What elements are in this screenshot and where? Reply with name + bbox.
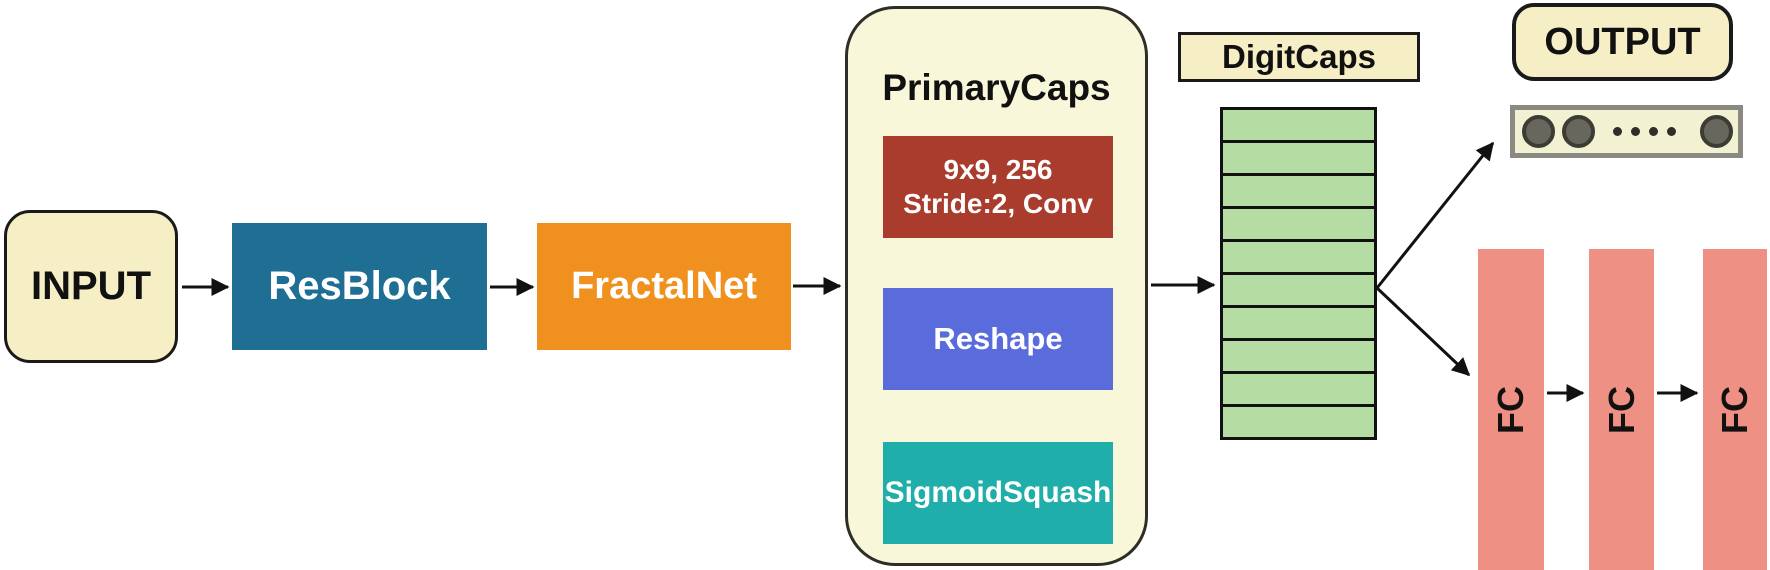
primarycaps-title: PrimaryCaps <box>882 67 1111 108</box>
conv-node: 9x9, 256 Stride:2, Conv <box>883 136 1113 238</box>
fc-layer-3-label: FC <box>1714 385 1755 434</box>
arrow-digitcaps-to-fc <box>1375 286 1471 377</box>
arrow-digitcaps-to-output <box>1375 141 1495 289</box>
sigmoidsquash-label: SigmoidSquash <box>884 476 1112 509</box>
fc-layer-2: FC <box>1589 249 1654 570</box>
ellipsis-dot <box>1613 127 1622 136</box>
digitcaps-title-badge: DigitCaps <box>1178 32 1420 82</box>
capsule-circle <box>1562 115 1595 148</box>
fractalnet-label: FractalNet <box>571 265 757 307</box>
digitcaps-row <box>1223 341 1374 374</box>
ellipsis-dots <box>1613 127 1676 136</box>
output-label: OUTPUT <box>1544 20 1701 63</box>
digitcaps-row <box>1223 374 1374 407</box>
resblock-node: ResBlock <box>232 223 487 350</box>
output-capsule-strip <box>1510 105 1743 158</box>
primarycaps-container: PrimaryCaps 9x9, 256 Stride:2, Conv Resh… <box>845 6 1148 566</box>
sigmoidsquash-node: SigmoidSquash <box>883 442 1113 544</box>
digitcaps-label: DigitCaps <box>1221 38 1376 75</box>
ellipsis-dot <box>1667 127 1676 136</box>
digitcaps-row <box>1223 176 1374 209</box>
fc-layer-1: FC <box>1478 249 1544 570</box>
fractalnet-node: FractalNet <box>537 223 791 350</box>
conv-line2: Stride:2, Conv <box>903 188 1093 219</box>
digitcaps-capsule-stack <box>1220 107 1377 440</box>
digitcaps-row <box>1223 308 1374 341</box>
digitcaps-row <box>1223 209 1374 242</box>
input-node: INPUT <box>4 210 178 363</box>
reshape-label: Reshape <box>933 321 1063 356</box>
output-node: OUTPUT <box>1512 3 1733 81</box>
reshape-node: Reshape <box>883 288 1113 390</box>
ellipsis-dot <box>1631 127 1640 136</box>
input-label: INPUT <box>31 264 151 308</box>
digitcaps-row <box>1223 143 1374 176</box>
ellipsis-dot <box>1649 127 1658 136</box>
resblock-label: ResBlock <box>268 264 451 308</box>
conv-line1: 9x9, 256 <box>943 153 1053 185</box>
fc-layer-1-label: FC <box>1490 385 1531 434</box>
digitcaps-row <box>1223 242 1374 275</box>
digitcaps-row <box>1223 275 1374 308</box>
digitcaps-row <box>1223 407 1374 437</box>
digitcaps-row <box>1223 110 1374 143</box>
capsule-circle <box>1522 115 1555 148</box>
fc-layer-3: FC <box>1703 249 1767 570</box>
fc-layer-2-label: FC <box>1600 385 1642 434</box>
capsule-circle <box>1700 115 1733 148</box>
